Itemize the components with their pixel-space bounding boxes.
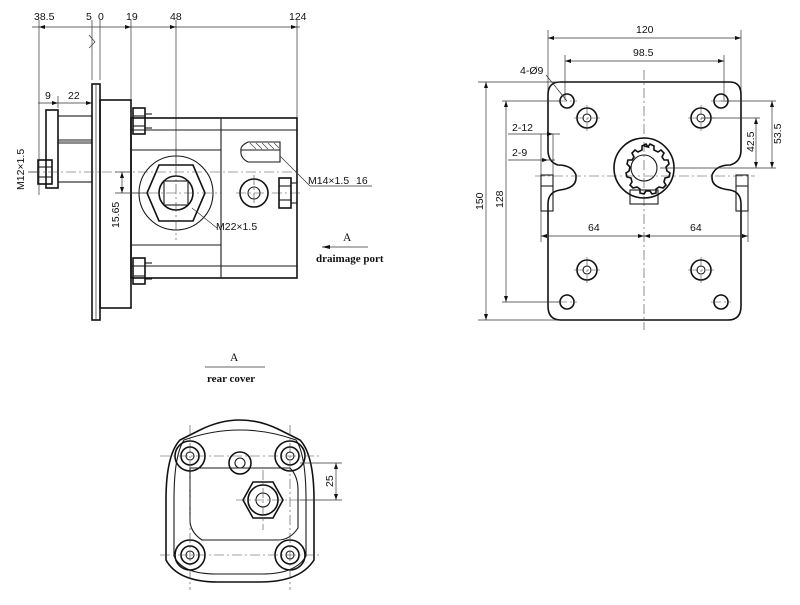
dim-124: 124 xyxy=(289,11,307,23)
dim-25: 25 xyxy=(324,475,336,487)
dim-22: 22 xyxy=(68,90,80,102)
dim-53-5: 53.5 xyxy=(772,123,784,144)
dim-48: 48 xyxy=(170,11,182,23)
dim-98-5: 98.5 xyxy=(633,47,654,59)
side-view: 38.5 5 0 19 48 124 9 22 M12×1.5 xyxy=(15,11,384,321)
dim-9: 9 xyxy=(45,90,51,102)
dim-38-5: 38.5 xyxy=(34,11,55,23)
thread-shaft-label: M12×1.5 xyxy=(15,149,27,190)
rear-cover-label: rear cover xyxy=(207,373,255,385)
drain-depth-label: 16 xyxy=(356,175,368,187)
dim-120: 120 xyxy=(636,24,654,36)
thread-drain-label: M14×1.5 xyxy=(308,175,349,187)
dim-150: 150 xyxy=(474,192,486,210)
dim-42-5: 42.5 xyxy=(745,131,757,152)
slot-2-12-label: 2-12 xyxy=(512,122,533,134)
thread-outlet-label: M22×1.5 xyxy=(216,221,257,233)
rear-view: A rear cover xyxy=(160,352,342,590)
dim-64-right: 64 xyxy=(690,222,702,234)
drain-port-label: draimage port xyxy=(316,253,384,265)
front-view: 120 98.5 xyxy=(474,24,784,330)
dim-128: 128 xyxy=(494,190,506,208)
view-a-letter: A xyxy=(343,232,352,244)
dim-64-left: 64 xyxy=(588,222,600,234)
dim-15-65: 15.65 xyxy=(110,202,122,228)
dim-5: 5 xyxy=(86,11,92,23)
slot-2-9-label: 2-9 xyxy=(512,147,527,159)
rear-view-letter: A xyxy=(230,352,239,364)
dim-19: 19 xyxy=(126,11,138,23)
holes-label: 4-Ø9 xyxy=(520,65,544,77)
dim-0: 0 xyxy=(98,11,104,23)
